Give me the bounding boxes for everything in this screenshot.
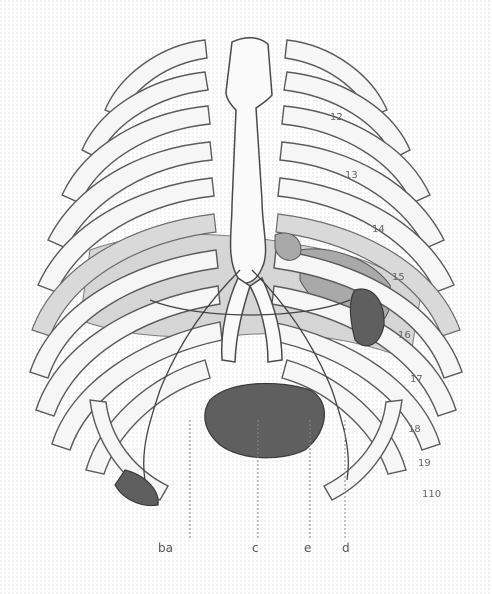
bottom-label-e: e [304,541,311,555]
rib-label: 110 [422,489,441,500]
bottom-label-d: d [342,541,350,555]
rib-label: 16 [398,330,411,341]
rib-label: 18 [408,424,421,435]
rib-label: 14 [372,224,385,235]
rib-label: 17 [410,374,423,385]
rib-label: 13 [345,170,358,181]
rib-label: 15 [392,272,405,283]
rib-label: 19 [418,458,431,469]
bottom-label-c: c [252,541,259,555]
rib-label: 12 [330,112,343,123]
bottom-label-ba: ba [158,541,173,555]
